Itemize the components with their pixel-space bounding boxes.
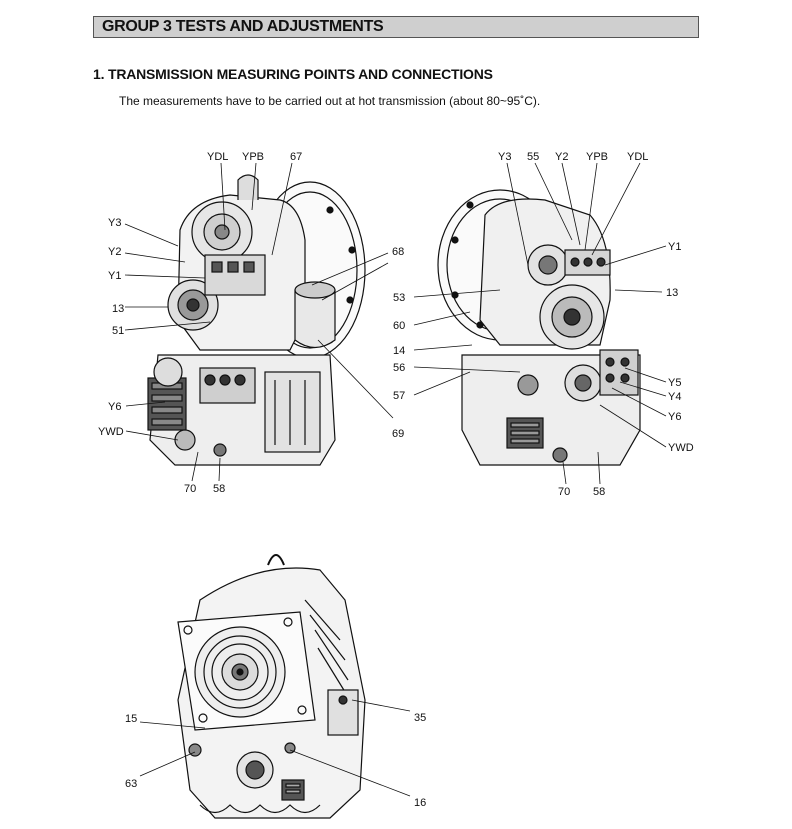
label-58: 58 [213,483,225,495]
label-60: 60 [393,320,405,332]
label-67: 67 [290,151,302,163]
label-y1: Y1 [108,270,121,282]
group-title: GROUP 3 TESTS AND ADJUSTMENTS [102,18,384,35]
label-58: 58 [593,486,605,498]
label-53: 53 [393,292,405,304]
label-ywd: YWD [98,426,124,438]
label-ydl: YDL [627,151,648,163]
label-16: 16 [414,797,426,809]
label-y3: Y3 [108,217,121,229]
label-57: 57 [393,390,405,402]
label-y2: Y2 [555,151,568,163]
bottom-transmission-drawing [177,554,366,819]
bottom-leader-lines [139,699,411,797]
label-68: 68 [392,246,404,258]
label-63: 63 [125,778,137,790]
label-56: 56 [393,362,405,374]
label-13: 13 [666,287,678,299]
label-ypb: YPB [242,151,264,163]
left-leader-lines [124,162,394,482]
label-y6: Y6 [108,401,121,413]
label-y5: Y5 [668,377,681,389]
label-ywd: YWD [668,442,694,454]
label-15: 15 [125,713,137,725]
label-ydl: YDL [207,151,228,163]
right-leader-lines [413,162,667,485]
label-ypb: YPB [586,151,608,163]
left-callout-labels: YDL YPB 67 Y3 Y2 Y1 13 51 68 Y6 YWD 69 7… [98,151,404,495]
label-y3: Y3 [498,151,511,163]
label-y6: Y6 [668,411,681,423]
group-header-bar: GROUP 3 TESTS AND ADJUSTMENTS [93,16,699,38]
label-70: 70 [558,486,570,498]
label-69: 69 [392,428,404,440]
label-y4: Y4 [668,391,681,403]
label-13: 13 [112,303,124,315]
label-35: 35 [414,712,426,724]
label-70: 70 [184,483,196,495]
label-14: 14 [393,345,405,357]
right-transmission-drawing [437,189,641,466]
bottom-callout-labels: 15 35 63 16 [125,712,426,809]
section-title: 1. TRANSMISSION MEASURING POINTS AND CON… [93,66,493,82]
label-y1: Y1 [668,241,681,253]
right-callout-labels: Y3 55 Y2 YPB YDL Y1 13 53 60 14 56 57 Y5… [393,151,694,498]
label-51: 51 [112,325,124,337]
left-transmission-drawing [147,174,366,466]
label-y2: Y2 [108,246,121,258]
label-55: 55 [527,151,539,163]
intro-text: The measurements have to be carried out … [119,94,541,108]
